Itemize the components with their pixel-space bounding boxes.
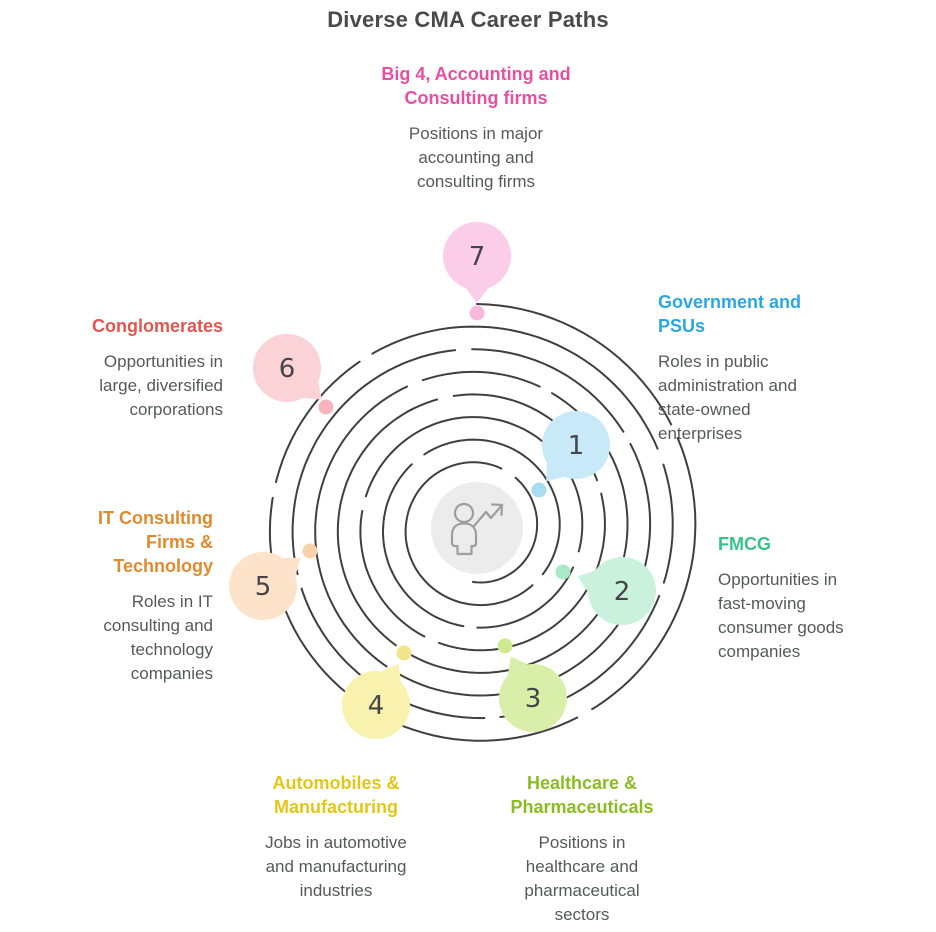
bubble-circle [542, 411, 610, 479]
node-label-conglomerates: Conglomerates Opportunities in large, di… [57, 314, 223, 422]
bubble-number: 4 [368, 691, 385, 721]
connector-dot [469, 305, 485, 321]
bubble-number: 2 [614, 577, 631, 607]
node-heading-big4: Big 4, Accounting and Consulting firms [381, 64, 571, 108]
bubble-circle [342, 671, 410, 739]
node-heading-conglomerates: Conglomerates [91, 316, 223, 336]
node-description-it-consulting: Roles in IT consulting and technology co… [103, 592, 213, 683]
bubble-circle [443, 222, 511, 290]
node-bubble-healthcare: 3 [497, 638, 567, 732]
node-heading-healthcare: Healthcare & Pharmaceuticals [510, 773, 654, 817]
node-label-big4: Big 4, Accounting and Consulting firms P… [356, 62, 596, 194]
bubble-circle [253, 334, 321, 402]
node-heading-automobiles: Automobiles & Manufacturing [272, 773, 400, 817]
page-title: Diverse CMA Career Paths [327, 7, 609, 32]
node-heading-it-consulting: IT Consulting Firms & Technology [98, 508, 213, 576]
center-circle [431, 482, 523, 574]
node-heading-fmcg: FMCG [718, 534, 771, 554]
node-bubble-government: 1 [531, 411, 610, 498]
node-description-fmcg: Opportunities in fast-moving consumer go… [718, 570, 844, 661]
bubble-circle [229, 552, 297, 620]
node-description-conglomerates: Opportunities in large, diversified corp… [99, 352, 223, 419]
connector-dot [497, 638, 513, 654]
bubble-number: 1 [568, 431, 585, 461]
node-bubble-fmcg: 2 [555, 557, 656, 625]
center-node [431, 482, 523, 574]
bubble-number: 7 [469, 242, 486, 272]
node-label-fmcg: FMCG Opportunities in fast-moving consum… [718, 532, 908, 664]
bubble-number: 5 [255, 572, 272, 602]
connector-dot [531, 482, 547, 498]
node-bubble-it-consulting: 5 [229, 543, 318, 620]
bubble-number: 3 [525, 684, 542, 714]
node-description-healthcare: Positions in healthcare and pharmaceutic… [524, 833, 640, 924]
node-bubble-big4: 7 [443, 222, 511, 321]
node-bubble-conglomerates: 6 [253, 334, 334, 415]
connector-dot [555, 564, 571, 580]
node-description-automobiles: Jobs in automotive and manufacturing ind… [265, 833, 407, 900]
node-bubble-automobiles: 4 [342, 645, 412, 739]
node-description-government: Roles in public administration and state… [658, 352, 797, 443]
node-label-government: Government and PSUs Roles in public admi… [658, 290, 848, 446]
connector-dot [318, 399, 334, 415]
node-label-healthcare: Healthcare & Pharmaceuticals Positions i… [487, 771, 677, 927]
bubble-circle [588, 557, 656, 625]
node-label-it-consulting: IT Consulting Firms & Technology Roles i… [57, 506, 213, 686]
bubble-circle [499, 664, 567, 732]
bubble-number: 6 [279, 354, 296, 384]
person-growth-arrow-icon [450, 502, 504, 556]
node-label-automobiles: Automobiles & Manufacturing Jobs in auto… [241, 771, 431, 903]
node-heading-government: Government and PSUs [658, 292, 802, 336]
connector-dot [396, 645, 412, 661]
spiral-line [268, 303, 697, 742]
connector-dot [302, 543, 318, 559]
node-description-big4: Positions in major accounting and consul… [408, 124, 544, 191]
